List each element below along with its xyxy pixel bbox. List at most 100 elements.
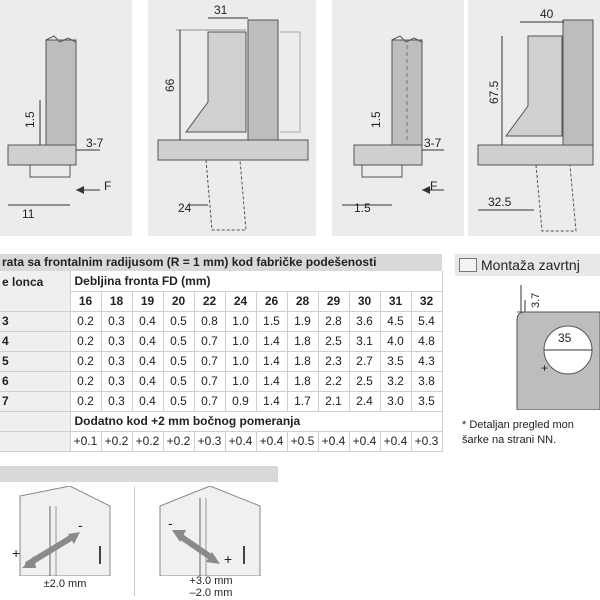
table-cell: 0.7 <box>194 371 226 392</box>
column-header: 16 <box>70 291 102 312</box>
extra-values-row: +0.1+0.2+0.2+0.2+0.3+0.4+0.4+0.5+0.4+0.4… <box>0 431 443 452</box>
table-cell: 0.3 <box>101 311 133 332</box>
table-cell: 0.2 <box>70 311 102 332</box>
gap-table-title: rata sa frontalnim radijusom (R = 1 mm) … <box>0 254 442 271</box>
table-cell: 1.0 <box>225 331 257 352</box>
adjustment-illustration-1: + - <box>0 485 130 577</box>
adjustment-illustration-2: - + <box>140 485 278 577</box>
extra-cell: +0.2 <box>132 431 164 452</box>
mount-dim-circle: 35 <box>558 331 572 345</box>
hinge-diagram-2: 31 66 24 <box>157 3 309 231</box>
table-cell: 2.3 <box>318 351 350 372</box>
row-label: 6 <box>0 371 71 392</box>
adj-plus-1: + <box>12 545 20 561</box>
extra-cell: +0.4 <box>318 431 350 452</box>
table-cell: 0.8 <box>194 311 226 332</box>
extra-cell: +0.1 <box>70 431 102 452</box>
row-label: 5 <box>0 351 71 372</box>
table-cell: 1.4 <box>256 371 288 392</box>
table-cell: 0.7 <box>194 391 226 412</box>
dim-4c: 32.5 <box>488 195 512 209</box>
dim-1c: 11 <box>22 207 35 221</box>
dim-3c: 1.5 <box>354 201 371 215</box>
table-cell: 1.4 <box>256 391 288 412</box>
table-cell: 3.2 <box>380 371 412 392</box>
adjustment-caption-1: ±2.0 mm <box>30 578 100 590</box>
mounting-title-text: Montaža zavrtnj <box>481 257 580 273</box>
table-cell: 0.9 <box>225 391 257 412</box>
mounting-title: Montaža zavrtnj <box>455 254 600 276</box>
table-cell: 0.5 <box>163 391 195 412</box>
column-header: 19 <box>132 291 164 312</box>
table-cell: 1.0 <box>225 311 257 332</box>
diagram-panel-1: 1.5 3-7 F 11 <box>0 0 132 236</box>
table-cell: 1.9 <box>287 311 319 332</box>
hinge-diagram-1: 1.5 3-7 F 11 <box>7 35 111 221</box>
svg-text:+: + <box>541 361 548 375</box>
mount-dim-vertical: 3.7 <box>530 293 542 308</box>
table-cell: 3.8 <box>411 371 443 392</box>
row-header: e lonca <box>0 271 71 312</box>
table-cell: 0.3 <box>101 331 133 352</box>
adj-plus-2: + <box>224 551 232 567</box>
column-header: 29 <box>318 291 350 312</box>
extra-header: Dodatno kod +2 mm bočnog pomeranja <box>70 411 443 432</box>
hinge-diagram-4: 40 67.5 32.5 <box>477 7 594 232</box>
table-cell: 1.4 <box>256 331 288 352</box>
table-cell: 0.4 <box>132 331 164 352</box>
table-cell: 1.0 <box>225 351 257 372</box>
table-cell: 0.5 <box>163 351 195 372</box>
column-header: 30 <box>349 291 381 312</box>
column-header: 24 <box>225 291 257 312</box>
table-cell: 1.8 <box>287 331 319 352</box>
table-cell: 4.8 <box>411 331 443 352</box>
table-cell: 1.8 <box>287 371 319 392</box>
table-cell: 1.4 <box>256 351 288 372</box>
row-label: 4 <box>0 331 71 352</box>
column-header: 20 <box>163 291 195 312</box>
table-cell: 4.3 <box>411 351 443 372</box>
extra-cell: +0.5 <box>287 431 319 452</box>
table-cell: 0.5 <box>163 331 195 352</box>
mounting-note: * Detaljan pregled mon šarke na strani N… <box>462 418 574 448</box>
table-cell: 0.2 <box>70 351 102 372</box>
table-cell: 2.8 <box>318 311 350 332</box>
table-cell: 0.7 <box>194 331 226 352</box>
table-cell: 1.7 <box>287 391 319 412</box>
extra-cell: +0.4 <box>256 431 288 452</box>
dim-1a: 1.5 <box>23 111 37 128</box>
column-header: 18 <box>101 291 133 312</box>
column-header: 32 <box>411 291 443 312</box>
screw-icon <box>459 258 477 272</box>
table-cell: 0.2 <box>70 331 102 352</box>
hinge-diagram-3: 1.5 3-7 F 1.5 <box>342 35 444 215</box>
dim-4a: 40 <box>540 7 554 21</box>
table-cell: 0.7 <box>194 351 226 372</box>
dim-2c: 24 <box>178 201 192 215</box>
table-cell: 2.2 <box>318 371 350 392</box>
dim-3b: 3-7 <box>424 136 442 150</box>
column-header: 31 <box>380 291 412 312</box>
mounting-diagram: 35 + 3.7 <box>455 280 600 411</box>
extra-cell: +0.2 <box>101 431 133 452</box>
adjustment-section-bar <box>0 466 278 482</box>
dim-1b: 3-7 <box>86 136 104 150</box>
extra-values-label-cell <box>0 431 71 452</box>
table-cell: 1.8 <box>287 351 319 372</box>
table-cell: 5.4 <box>411 311 443 332</box>
column-header: 22 <box>194 291 226 312</box>
row-label: 3 <box>0 311 71 332</box>
table-cell: 3.5 <box>380 351 412 372</box>
note-line-1: * Detaljan pregled mon <box>462 419 574 431</box>
adj-minus-1: - <box>78 517 83 533</box>
diagram-panel-2: 31 66 24 <box>148 0 316 236</box>
extra-cell: +0.3 <box>411 431 443 452</box>
extra-cell: +0.3 <box>194 431 226 452</box>
